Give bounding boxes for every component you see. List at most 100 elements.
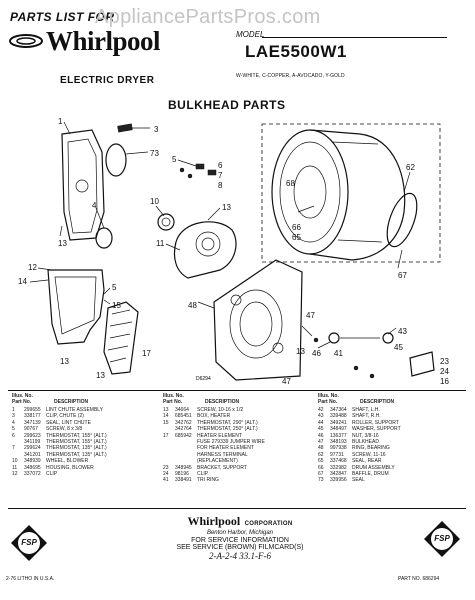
part-description: WASHER, SUPPORT [352, 426, 401, 433]
table-rule-bottom [8, 508, 466, 509]
footer-city: Benton Harbor, Michigan [206, 530, 274, 536]
part-number: 338491 [175, 477, 192, 484]
blower-housing [173, 221, 237, 279]
callout-5: 5 [172, 155, 177, 164]
illus-number: 1 [12, 407, 15, 413]
part-number: 347139 [24, 419, 41, 426]
callout-15: 15 [112, 301, 121, 310]
illus-number: 43 [318, 413, 324, 420]
illus-number: 62 [318, 451, 324, 458]
color-codes: W-WHITE, C-COPPER, A-AVOCADO, Y-GOLD [236, 73, 345, 79]
part-number: 348939 [24, 458, 41, 465]
illus-number: 47 [318, 439, 324, 446]
fsp-label: FSP [21, 538, 37, 547]
table-header: Illus. No. [318, 393, 466, 399]
illus-number: 6 [12, 432, 15, 439]
part-number: 342764 [175, 426, 192, 433]
part-number: 348695 [24, 464, 41, 471]
model-number: LAE5500W1 [245, 42, 347, 61]
callout-47a: 47 [306, 311, 315, 320]
part-description: SHAFT, L.H. [352, 407, 380, 413]
footer-brand: Whirlpool [187, 514, 241, 528]
thermostats [179, 163, 217, 179]
part-description: CLIP, CHUTE (2) [46, 413, 84, 420]
fsp-label: FSP [434, 534, 450, 543]
part-number: 299624 [24, 445, 41, 452]
diagram-code: D6294 [196, 376, 211, 382]
callout-13a: 13 [222, 203, 231, 212]
illus-number: 4 [12, 419, 15, 426]
part-description: FUSE 279339 JUMPER WIRE [197, 439, 265, 446]
illus-header: Illus. No. [163, 393, 184, 399]
illus-number: 73 [318, 477, 324, 484]
part-number: 136377 [330, 432, 347, 439]
callout-10: 10 [150, 197, 159, 206]
part-description: CLIP [197, 471, 209, 478]
part-description: HARNESS TERMINAL [197, 451, 248, 458]
part-header: Part No. [12, 399, 32, 405]
callout-43: 43 [398, 327, 407, 336]
part-number: 338177 [24, 413, 41, 420]
callout-13c: 13 [60, 357, 69, 366]
part-number: 685942 [175, 432, 192, 439]
part-number: 97731 [330, 451, 344, 458]
part-description: SCREW, 10-16 x 1/2 [197, 407, 244, 413]
table-row: FOR HEATER ELEMENT [163, 445, 313, 451]
callout-68: 68 [286, 179, 295, 188]
support-bracket [409, 351, 435, 377]
callout-41: 41 [334, 349, 343, 358]
brand-logo: Whirlpool [46, 26, 161, 56]
illus-number: 5 [12, 426, 15, 433]
illus-number: 66 [318, 464, 324, 471]
part-description: TRI RING [197, 477, 219, 484]
litho-note: 2-76 LITHO IN U.S.A. [6, 576, 55, 582]
callout-1: 1 [58, 117, 63, 126]
part-number: 299655 [24, 407, 41, 413]
table-row: 17 685942 HEATER ELEMENT [163, 433, 313, 439]
drum-assembly [271, 129, 406, 261]
part-description: HEATER ELEMENT [197, 432, 242, 439]
part-number: 685451 [175, 413, 192, 420]
table-row: HARNESS TERMINAL [163, 452, 313, 458]
fsp-badge-left: FSP [10, 524, 48, 562]
table-row: FUSE 279339 JUMPER WIRE [163, 439, 313, 445]
part-header: Part No. [163, 399, 183, 405]
table-header: Part No. DESCRIPTION [318, 399, 466, 405]
part-description: SHAFT, R.H. [352, 413, 381, 420]
blower-wheel [157, 213, 175, 231]
part-description: THERMOSTAT, 290° (ALT.) [197, 419, 258, 426]
illus-number: 17 [163, 432, 169, 439]
callout-8: 8 [218, 181, 223, 190]
part-description: (REPLACEMENT) [197, 458, 238, 465]
part-description: SEAL, REAR [352, 458, 382, 465]
part-number: 34664 [175, 407, 189, 413]
illus-number: 13 [163, 407, 169, 413]
callout-17: 17 [142, 349, 151, 358]
callout-73: 73 [150, 149, 159, 158]
support-rollers [313, 332, 394, 379]
part-description: DRUM ASSEMBLY [352, 464, 395, 471]
product-type: ELECTRIC DRYER [60, 75, 155, 86]
part-description: BAFFLE, DRUM [352, 471, 389, 478]
part-number: 339956 [330, 477, 347, 484]
illus-number: 42 [318, 407, 324, 413]
part-description: FOR HEATER ELEMENT [197, 445, 254, 452]
callout-11: 11 [156, 239, 165, 248]
model-label: MODEL [236, 30, 265, 39]
part-header: Part No. [318, 399, 338, 405]
part-number: 342762 [175, 419, 192, 426]
